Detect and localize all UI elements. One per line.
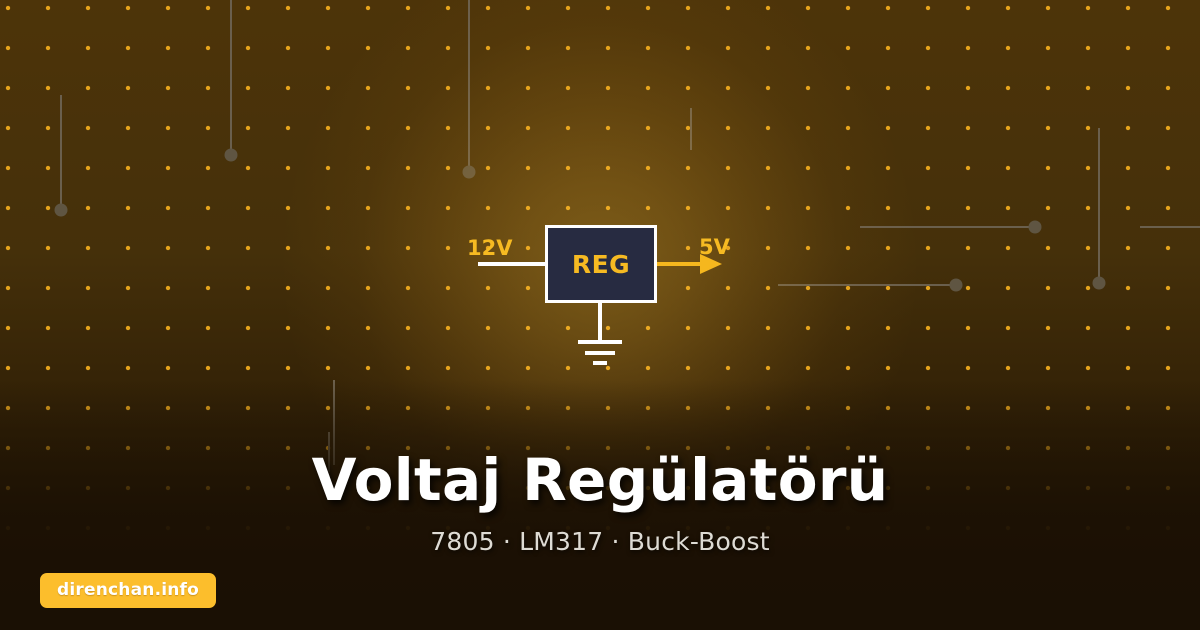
pcb-pad xyxy=(1028,220,1042,234)
ground-icon-bar-3 xyxy=(593,361,607,365)
regulator-ic-label: REG xyxy=(571,249,631,279)
pcb-pad xyxy=(949,278,963,292)
title-block: Voltaj Regülatörü 7805 · LM317 · Buck-Bo… xyxy=(0,448,1200,556)
pcb-trace xyxy=(60,95,62,210)
pcb-pad xyxy=(224,148,238,162)
pcb-trace xyxy=(860,226,1035,228)
ground-icon-bar-2 xyxy=(585,351,615,355)
pcb-trace xyxy=(1140,226,1200,228)
input-wire xyxy=(478,262,545,266)
input-voltage-label: 12V xyxy=(467,236,513,260)
regulator-ic-box: REG xyxy=(545,225,657,303)
ground-wire xyxy=(598,303,602,341)
output-arrow-icon xyxy=(700,254,722,274)
pcb-trace xyxy=(230,0,232,155)
page-subtitle: 7805 · LM317 · Buck-Boost xyxy=(430,526,770,556)
pcb-pad xyxy=(54,203,68,217)
pcb-trace xyxy=(690,108,692,150)
output-voltage-label: 5V xyxy=(699,235,730,259)
brand-badge[interactable]: direnchan.info xyxy=(40,573,217,608)
page-title: Voltaj Regülatörü xyxy=(311,446,889,514)
pcb-trace xyxy=(468,0,470,172)
ground-icon-bar-1 xyxy=(578,340,622,344)
pcb-pad xyxy=(1092,276,1106,290)
output-wire xyxy=(657,262,705,266)
pcb-trace xyxy=(1098,128,1100,283)
pcb-pad xyxy=(462,165,476,179)
pcb-trace xyxy=(778,284,956,286)
